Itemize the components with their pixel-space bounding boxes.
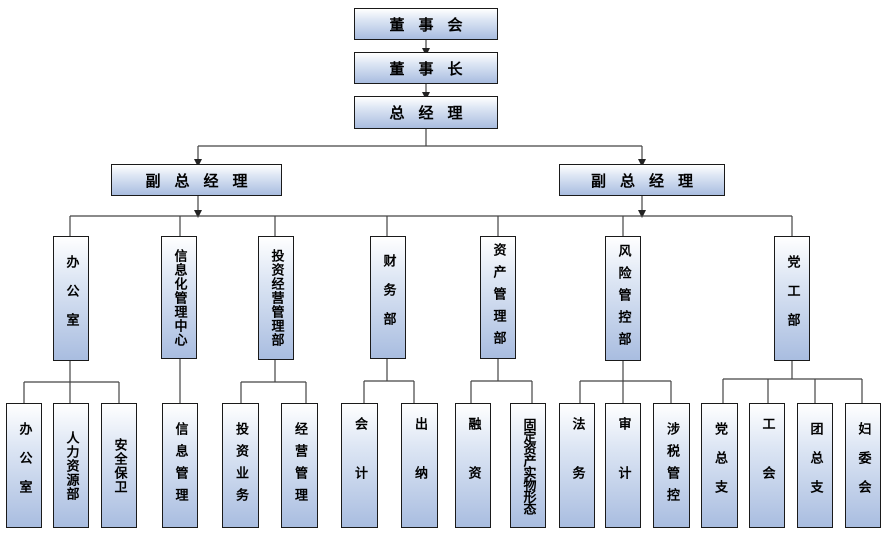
unit-cashier: 出纳 bbox=[401, 403, 438, 528]
unit-hr: 人力资源部 bbox=[53, 403, 89, 528]
unit-tax-control: 涉税管控 bbox=[653, 403, 690, 528]
vice-gm-right-box: 副总经理 bbox=[559, 164, 725, 196]
unit-financing: 融资 bbox=[455, 403, 491, 528]
unit-info-management: 信息管理 bbox=[162, 403, 198, 528]
general-manager-box: 总经理 bbox=[354, 96, 498, 129]
unit-security: 安全保卫 bbox=[101, 403, 137, 528]
dept-office: 办公室 bbox=[53, 236, 89, 361]
unit-party-branch: 党总支 bbox=[701, 403, 738, 528]
unit-labor-union: 工会 bbox=[749, 403, 785, 528]
unit-womens-committee: 妇委会 bbox=[845, 403, 881, 528]
unit-investment-business: 投资业务 bbox=[222, 403, 259, 528]
unit-audit: 审计 bbox=[605, 403, 641, 528]
board-box: 董事会 bbox=[354, 8, 498, 40]
chairman-box: 董事长 bbox=[354, 52, 498, 84]
unit-office: 办公室 bbox=[6, 403, 42, 528]
unit-accounting: 会计 bbox=[341, 403, 378, 528]
dept-investment: 投资经营管理部 bbox=[258, 236, 294, 360]
unit-legal-affairs: 法务 bbox=[559, 403, 595, 528]
dept-party-affairs: 党工部 bbox=[774, 236, 810, 361]
unit-youth-league: 团总支 bbox=[797, 403, 833, 528]
unit-fixed-assets: 固定资产实物形态 bbox=[510, 403, 546, 528]
dept-finance: 财务部 bbox=[370, 236, 406, 359]
dept-info-center: 信息化管理中心 bbox=[161, 236, 197, 359]
vice-gm-left-box: 副总经理 bbox=[111, 164, 282, 196]
dept-risk-control: 风险管控部 bbox=[605, 236, 641, 361]
unit-operations-management: 经营管理 bbox=[281, 403, 318, 528]
dept-assets: 资产管理部 bbox=[480, 236, 516, 359]
